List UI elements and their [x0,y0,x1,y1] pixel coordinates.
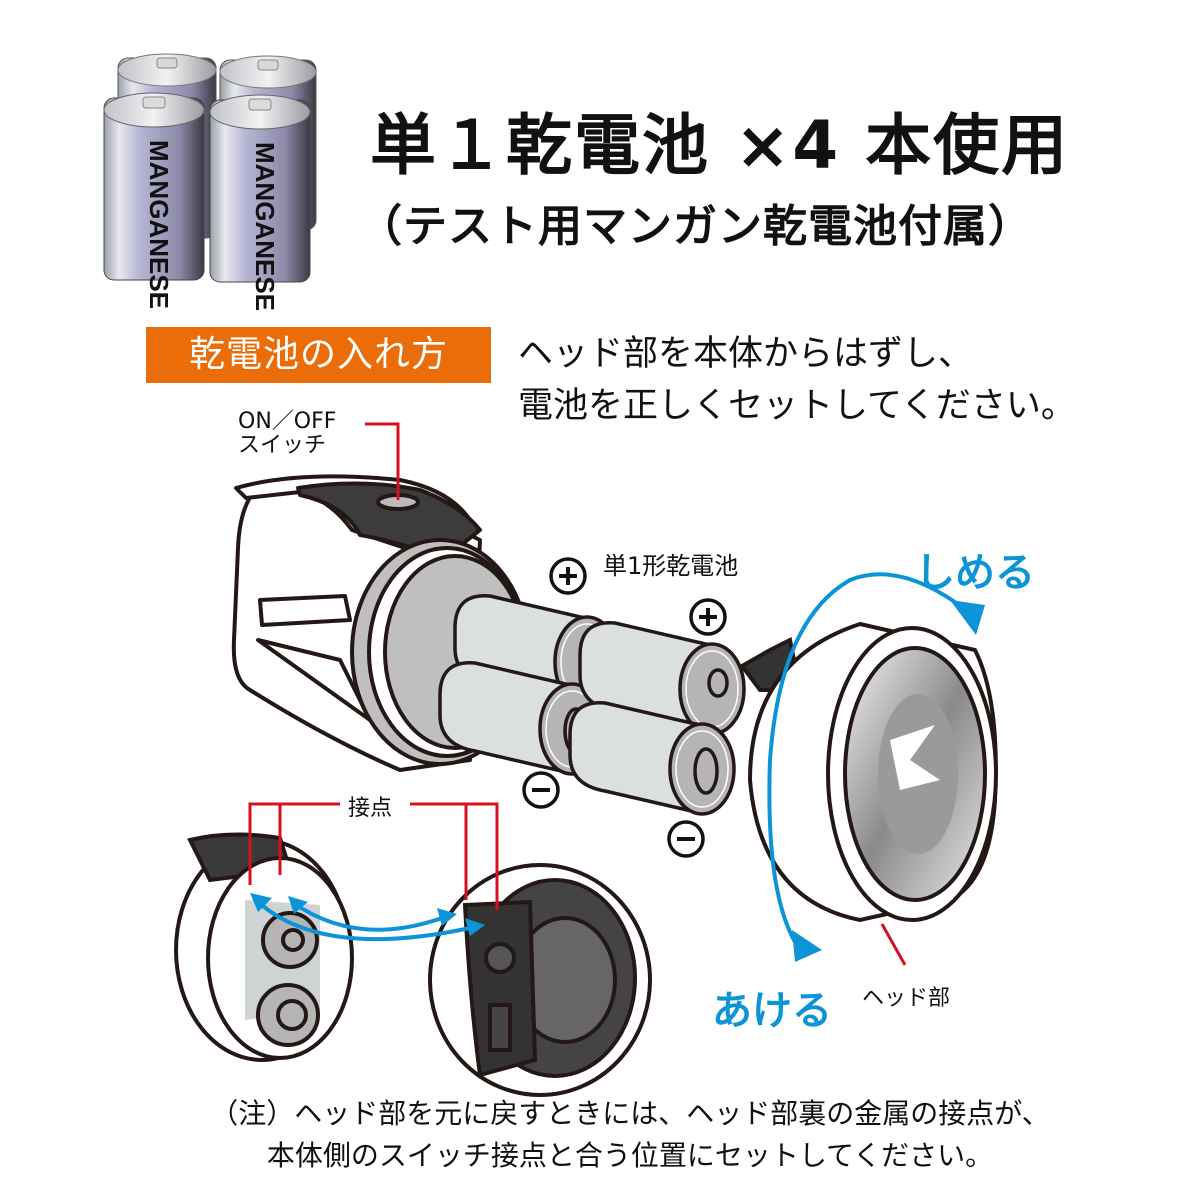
polarity-markers [522,557,727,858]
head-part [739,621,998,923]
head-leader-line [880,923,907,966]
switch-leader-line [365,422,400,500]
battery-cells [438,594,746,816]
footer-note: （注）ヘッド部を元に戻すときには、ヘッド部裏の金属の接点が、 本体側のスイッチ接… [150,1093,1110,1177]
instruction-line-2: 電池を正しくセットしてください。 [518,386,1076,426]
note-line-2: 本体側のスイッチ接点と合う位置にセットしてください。 [266,1139,994,1172]
contact-leader-lines [248,802,499,910]
open-arrowhead-icon [792,930,822,962]
head-rear-view [428,863,652,1097]
open-label: あける [712,988,832,1034]
svg-text:MANGANESE: MANGANESE [250,142,280,311]
body-rear-view [174,832,354,1062]
contact-arrows [254,898,471,942]
switch-label: ON／OFF スイッチ [238,409,337,458]
section-badge: 乾電池の入れ方 [146,327,491,383]
note-line-1: （注）ヘッド部を元に戻すときには、ヘッド部裏の金属の接点が、 [210,1097,1050,1130]
instruction-line-1: ヘッド部を本体からはずし、 [518,334,974,374]
contact-label: 接点 [348,796,393,821]
instruction-text: ヘッド部を本体からはずし、 電池を正しくセットしてください。 [518,328,1076,432]
close-arrowhead-icon [950,600,985,635]
rotate-arrow [767,572,968,952]
page-title: 単１乾電池 ×4 本使用 [370,107,1070,184]
battery-label: 単1形乾電池 [603,552,739,580]
battery-label-text: MANGANESE [144,140,174,309]
head-label: ヘッド部 [862,986,951,1011]
close-label: しめる [915,550,1035,596]
page-subtitle: （テスト用マンガン乾電池付属） [358,201,1033,252]
